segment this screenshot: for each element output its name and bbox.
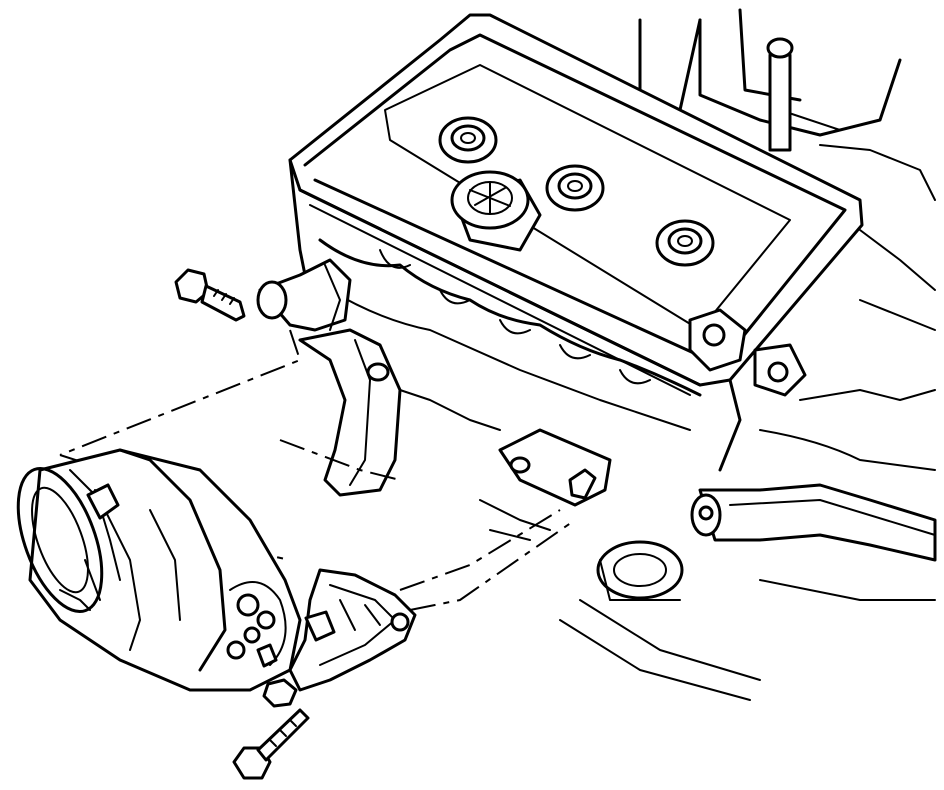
compressor-mounting-bracket	[288, 568, 417, 692]
upper-mounting-bolt	[174, 268, 246, 322]
mounting-ear-right	[688, 308, 807, 397]
engine-right-contour	[759, 229, 936, 471]
engine-bracket	[298, 328, 501, 497]
dipstick-tube	[766, 37, 794, 152]
lower-engine-mount	[479, 428, 612, 541]
crankshaft-pulley	[596, 540, 684, 601]
coolant-pipe	[690, 483, 937, 562]
oil-filler-cap	[450, 170, 542, 252]
spark-plug-well-2	[545, 164, 605, 212]
thermostat-housing	[256, 258, 352, 332]
engine-block-lower	[559, 579, 936, 701]
lower-mounting-bolt	[232, 678, 310, 780]
spark-plug-well-3	[655, 219, 715, 267]
spark-plug-well-1	[438, 116, 498, 164]
ac-compressor	[16, 448, 302, 692]
